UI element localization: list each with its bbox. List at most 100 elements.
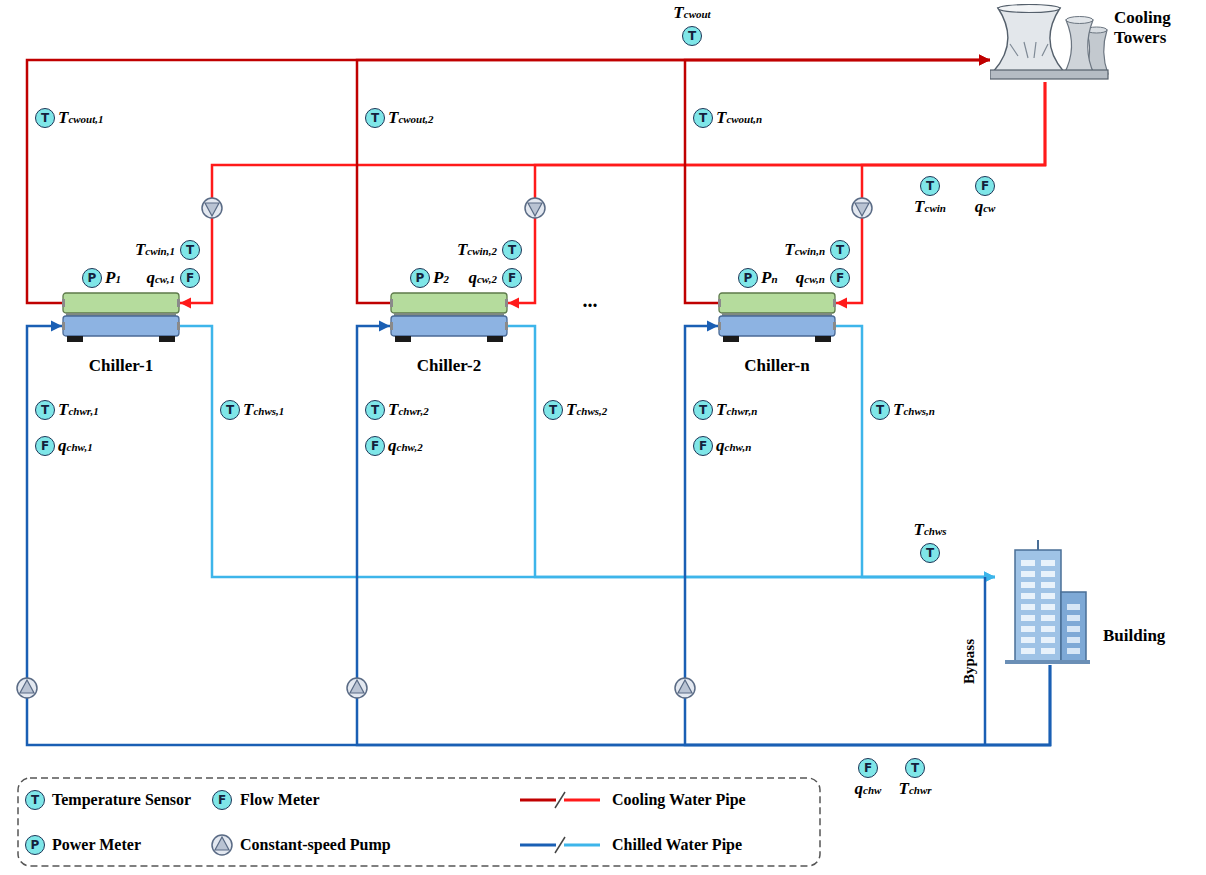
arrowhead: [379, 321, 390, 332]
pump-symbol: [525, 198, 545, 218]
pipe: [180, 326, 995, 577]
chiller-unit: Chiller-2: [390, 292, 508, 342]
sensor-letter: T: [926, 547, 934, 559]
sensor-circle: TTchwr,n: [693, 400, 713, 420]
sensor-label: Tcwin: [914, 198, 946, 217]
sensor-label: qchw,2: [388, 437, 423, 456]
pump-symbol: [347, 678, 367, 698]
sensor-label: Pn: [761, 269, 778, 288]
arrowhead: [979, 55, 990, 66]
sensor-label: P2: [433, 269, 449, 288]
legend-sample-circle: P: [25, 835, 45, 855]
sensor-label: qchw: [855, 780, 882, 799]
sensor-letter: F: [371, 440, 379, 452]
pipe: [357, 326, 1050, 745]
chiller-body: [390, 292, 508, 342]
legend-text: Chilled Water Pipe: [612, 835, 742, 855]
legend-sample-cooling: [520, 792, 600, 808]
sensor-label: Tcwin,1: [135, 241, 175, 260]
sensor-circle: TTcwin,1: [180, 240, 200, 260]
pump-symbol: [212, 835, 232, 855]
pipe: [508, 326, 995, 577]
sensor-circle: PP2: [410, 268, 430, 288]
legend-sample-circle: T: [25, 790, 45, 810]
sensor-letter: T: [876, 404, 884, 416]
chiller-label: Chiller-1: [89, 356, 154, 376]
sensor-letter: T: [371, 112, 379, 124]
sensor-label: P1: [105, 269, 121, 288]
cooling-tower: Cooling Towers: [990, 4, 1200, 82]
arrowhead: [836, 298, 847, 309]
sensor-letter: F: [864, 762, 872, 774]
sensor-letter: F: [41, 440, 49, 452]
sensor-letter: T: [226, 404, 234, 416]
chiller-unit: Chiller-1: [62, 292, 180, 342]
sensor-circle: TTcwin,2: [502, 240, 522, 260]
legend-letter: T: [31, 794, 39, 806]
pipe: [27, 326, 1050, 745]
sensor-circle: TTcwin: [920, 176, 940, 196]
sensor-circle: TTcwout: [682, 26, 702, 46]
sensor-letter: T: [699, 404, 707, 416]
sensor-label: Tchwr,2: [388, 401, 429, 420]
legend-text: Cooling Water Pipe: [612, 790, 746, 810]
chiller-unit: Chiller-n: [718, 292, 836, 342]
bypass-label: Bypass: [962, 638, 979, 683]
ellipsis-label: ...: [583, 289, 598, 312]
sensor-letter: T: [926, 180, 934, 192]
sensor-letter: P: [744, 272, 753, 284]
sensor-label: Tchws,1: [243, 401, 284, 420]
sensor-label: Tcwin,n: [784, 241, 825, 260]
sensor-label: Tcwout,n: [716, 109, 762, 128]
pipe: [508, 82, 1045, 303]
sensor-label: Tchwr,1: [58, 401, 99, 420]
pipe: [685, 60, 990, 303]
sensor-letter: T: [41, 404, 49, 416]
sensor-circle: Fqcw: [975, 176, 995, 196]
sensor-label: qcw,1: [146, 269, 175, 288]
pipe: [685, 326, 1050, 745]
pipe: [357, 60, 990, 303]
sensor-letter: T: [836, 244, 844, 256]
chiller-label: Chiller-2: [417, 356, 482, 376]
sensor-label: qchw,n: [716, 437, 751, 456]
arrowhead: [508, 298, 519, 309]
sensor-letter: T: [508, 244, 516, 256]
sensor-letter: F: [508, 272, 516, 284]
chiller-body: [62, 292, 180, 342]
arrowhead: [707, 321, 718, 332]
sensor-label: qcw,n: [796, 269, 825, 288]
pump-group: [17, 198, 872, 855]
legend-box: [18, 778, 820, 866]
sensor-circle: Fqchw,1: [35, 436, 55, 456]
sensor-label: Tcwout,1: [58, 109, 104, 128]
sensor-circle: Fqcw,1: [180, 268, 200, 288]
sensor-circle: TTchwr,1: [35, 400, 55, 420]
sensor-letter: T: [699, 112, 707, 124]
sensor-letter: P: [88, 272, 97, 284]
sensor-label: Tcwin,2: [457, 241, 497, 260]
sensor-label: Tchwr: [899, 780, 932, 799]
arrowhead: [51, 321, 62, 332]
building: Building: [995, 540, 1195, 665]
sensor-letter: F: [981, 180, 989, 192]
pipe: [836, 326, 995, 577]
sensor-circle: TTchws,2: [543, 400, 563, 420]
pump-symbol: [202, 198, 222, 218]
sensor-letter: T: [688, 30, 696, 42]
legend-text: Temperature Sensor: [52, 790, 191, 810]
pump-symbol: [852, 198, 872, 218]
chiller-label: Chiller-n: [744, 356, 809, 376]
sensor-circle: PP1: [82, 268, 102, 288]
arrowhead: [180, 298, 191, 309]
pipe: [180, 82, 1045, 303]
sensor-circle: Fqchw,2: [365, 436, 385, 456]
sensor-letter: F: [186, 272, 194, 284]
building-icon: [995, 540, 1090, 665]
sensor-letter: T: [186, 244, 194, 256]
sensor-letter: T: [911, 762, 919, 774]
sensor-letter: T: [549, 404, 557, 416]
sensor-label: qcw: [975, 198, 996, 217]
building-label: Building: [1103, 626, 1165, 646]
